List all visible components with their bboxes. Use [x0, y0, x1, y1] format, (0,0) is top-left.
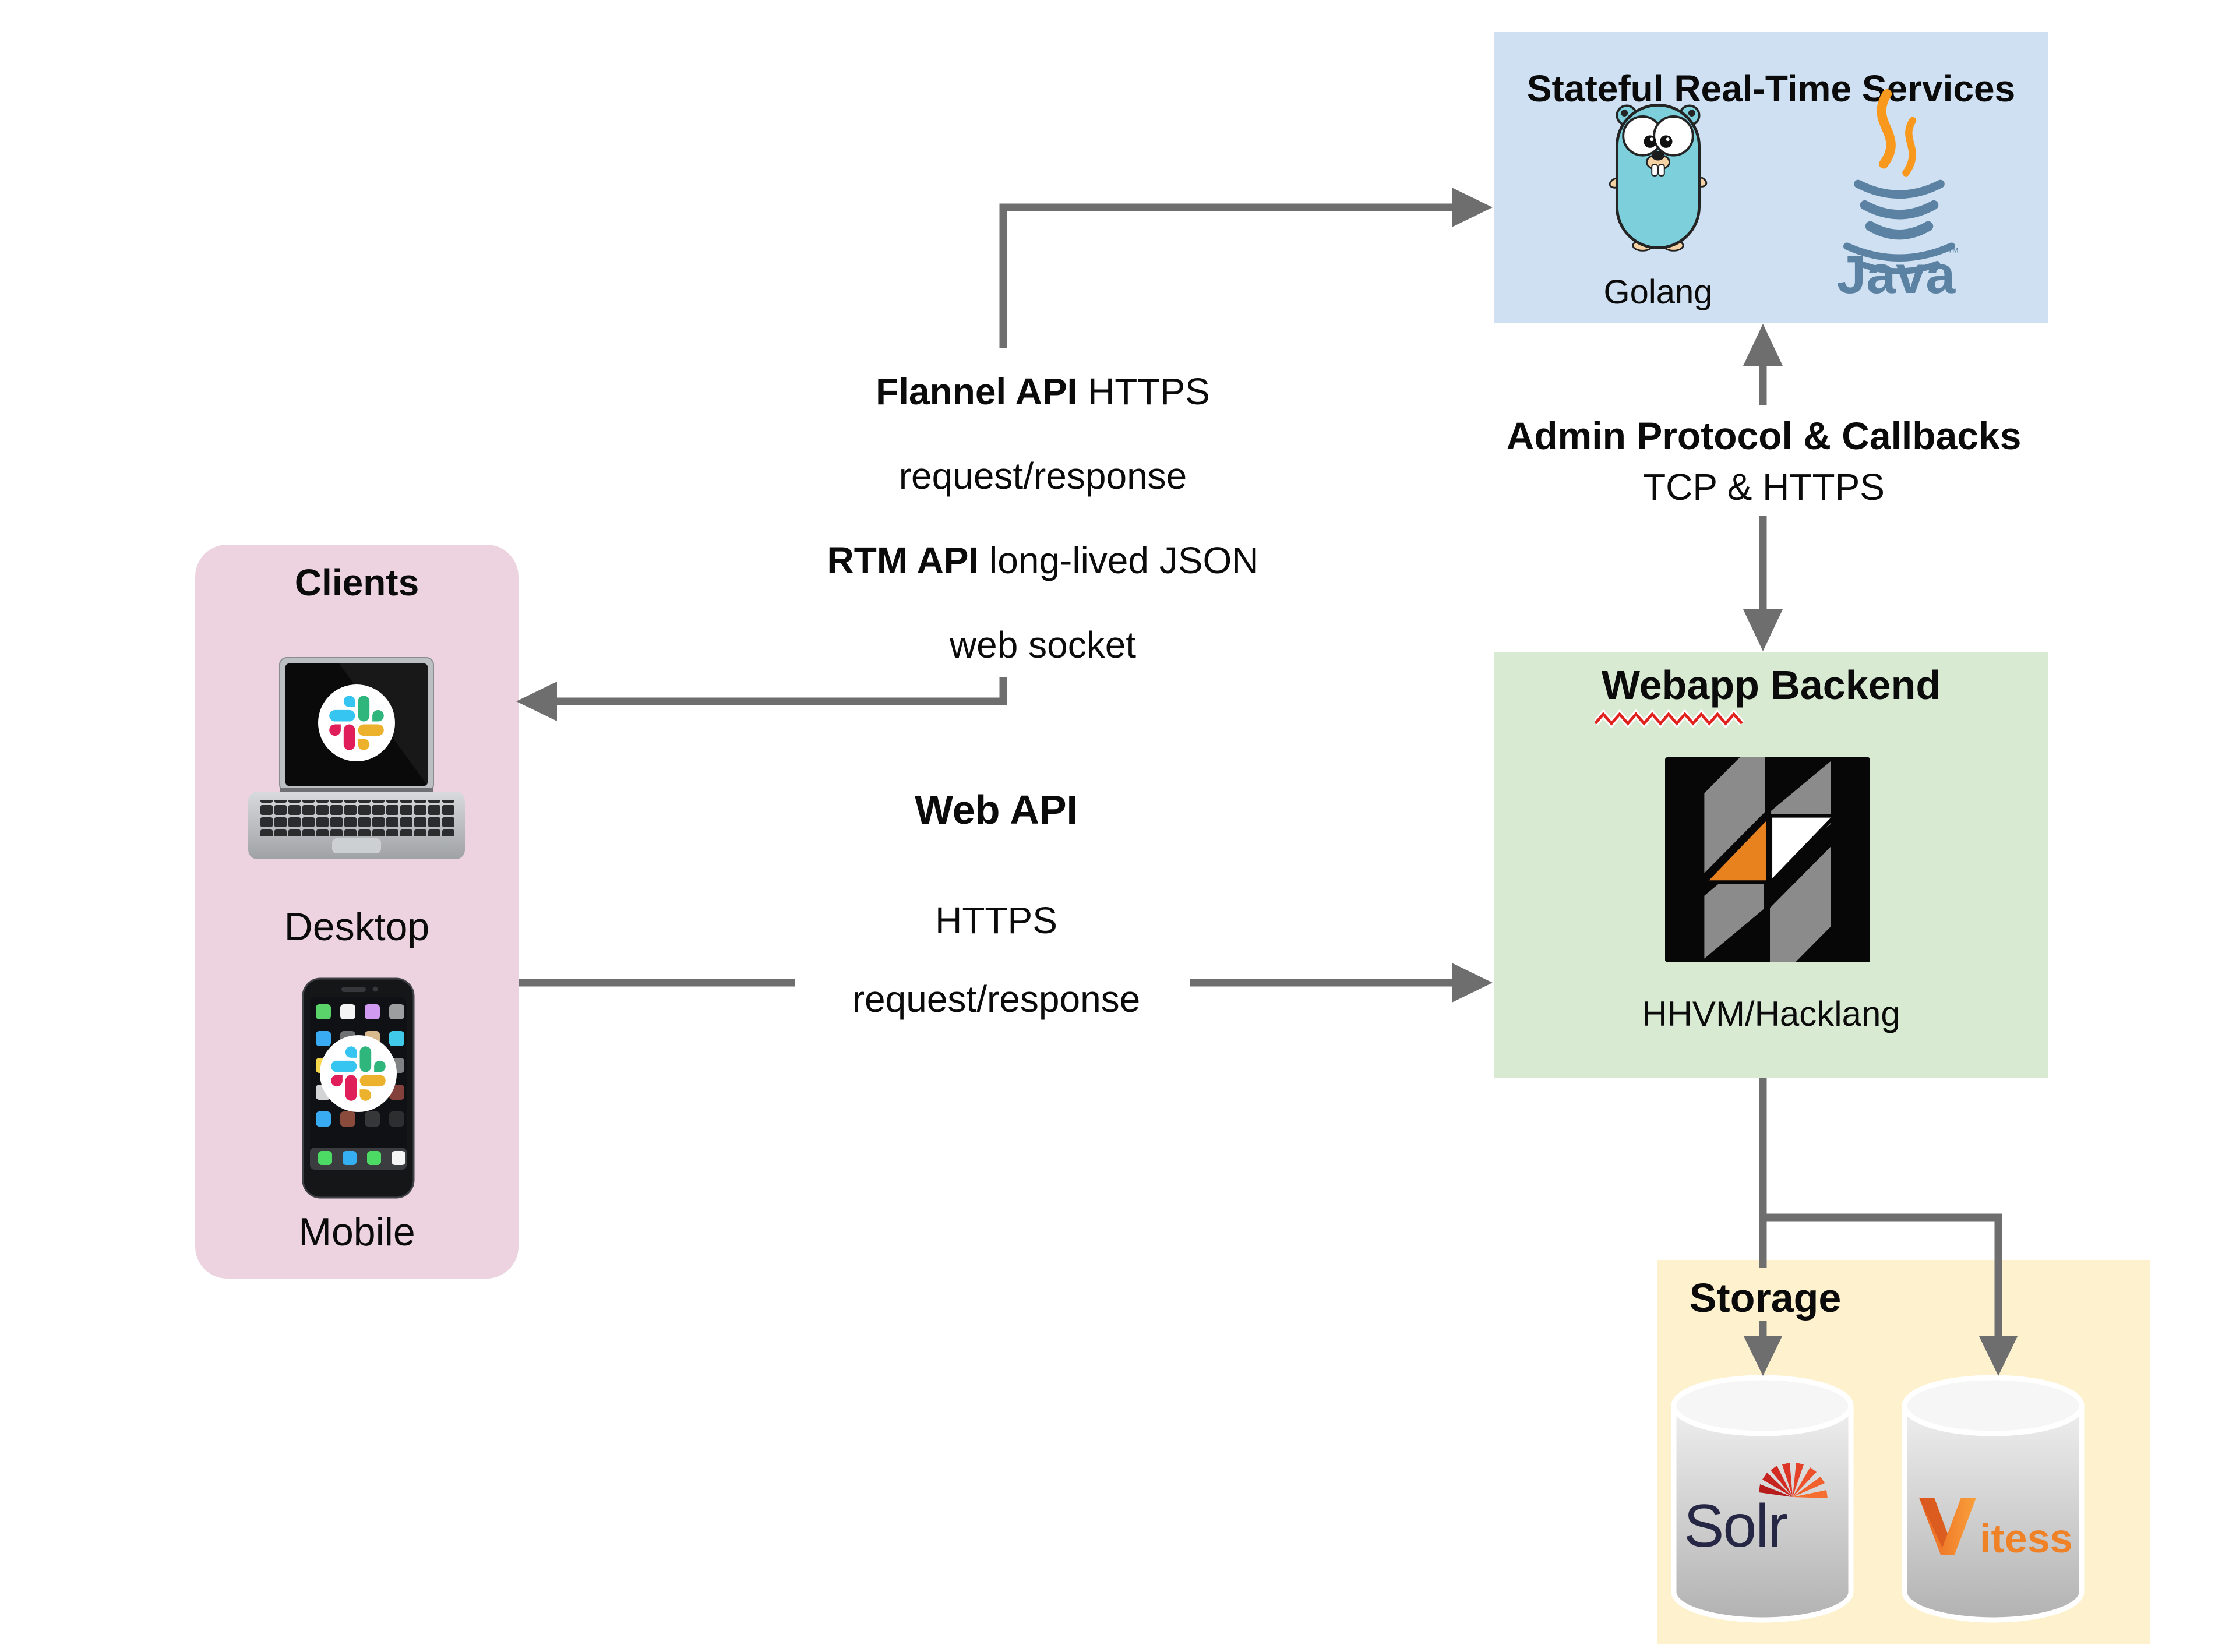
webapi-line3: request/response	[852, 978, 1141, 1020]
slack-circle-mobile	[320, 1035, 397, 1112]
java-wordmark: Java	[1838, 245, 1956, 300]
realtime-title: Stateful Real-Time Services	[1526, 68, 2016, 110]
clients-title: Clients	[294, 562, 419, 603]
vitess-database-cylinder: itess	[1902, 1375, 2085, 1623]
flannel-line3: RTM API long-lived JSON	[827, 539, 1259, 581]
desktop-label: Desktop	[284, 905, 430, 949]
admin-protocol-edge-label: Admin Protocol & Callbacks TCP & HTTPS	[1486, 408, 2042, 510]
flannel-line2: request/response	[898, 455, 1187, 497]
solr-wordmark: Solr	[1684, 1492, 1787, 1560]
java-icon: Java ™	[1838, 89, 1959, 300]
vitess-wordmark-tail: itess	[1980, 1516, 2073, 1561]
phone-dock-icons	[318, 1151, 405, 1165]
solr-sun-icon	[1759, 1463, 1828, 1498]
storage-title: Storage	[1669, 1277, 1861, 1319]
laptop-icon	[248, 657, 465, 859]
stateful-realtime-services-box: Stateful Real-Time Services	[1494, 32, 2048, 323]
admin-line2: TCP & HTTPS	[1643, 466, 1885, 508]
mobile-label: Mobile	[298, 1210, 415, 1254]
admin-line1: Admin Protocol & Callbacks	[1506, 414, 2022, 457]
web-api-edge-label: Web API HTTPS request/response	[821, 781, 1171, 1028]
arrowhead-up-into-realtime	[1743, 324, 1783, 366]
flannel-api-edge-label: Flannel API HTTPS request/response RTM A…	[810, 350, 1276, 676]
phone-icon	[302, 977, 415, 1199]
arrowhead-down-into-webapp	[1743, 609, 1783, 651]
slack-circle-desktop	[318, 684, 395, 761]
arrowhead-into-realtime	[1452, 188, 1493, 227]
webapp-title: Webapp Backend	[1601, 662, 1941, 708]
solr-database-cylinder: Solr	[1671, 1375, 1854, 1623]
java-trademark: ™	[1947, 246, 1959, 259]
hhvm-label: HHVM/Hacklang	[1642, 994, 1900, 1033]
spellcheck-squiggle-icon	[1595, 709, 1745, 729]
webapp-title-word: Webapp	[1601, 662, 1759, 708]
vitess-v-icon	[1919, 1498, 1976, 1555]
hhvm-icon	[1665, 757, 1870, 962]
arrowhead-into-clients	[516, 682, 557, 721]
flannel-line4: web socket	[949, 624, 1137, 666]
webapi-line2: HTTPS	[935, 899, 1057, 941]
webapi-line1: Web API	[914, 787, 1078, 832]
flannel-line1: Flannel API HTTPS	[876, 370, 1210, 412]
arrowhead-into-webapp	[1452, 963, 1493, 1003]
gopher-icon	[1609, 103, 1708, 252]
golang-label: Golang	[1603, 273, 1713, 311]
